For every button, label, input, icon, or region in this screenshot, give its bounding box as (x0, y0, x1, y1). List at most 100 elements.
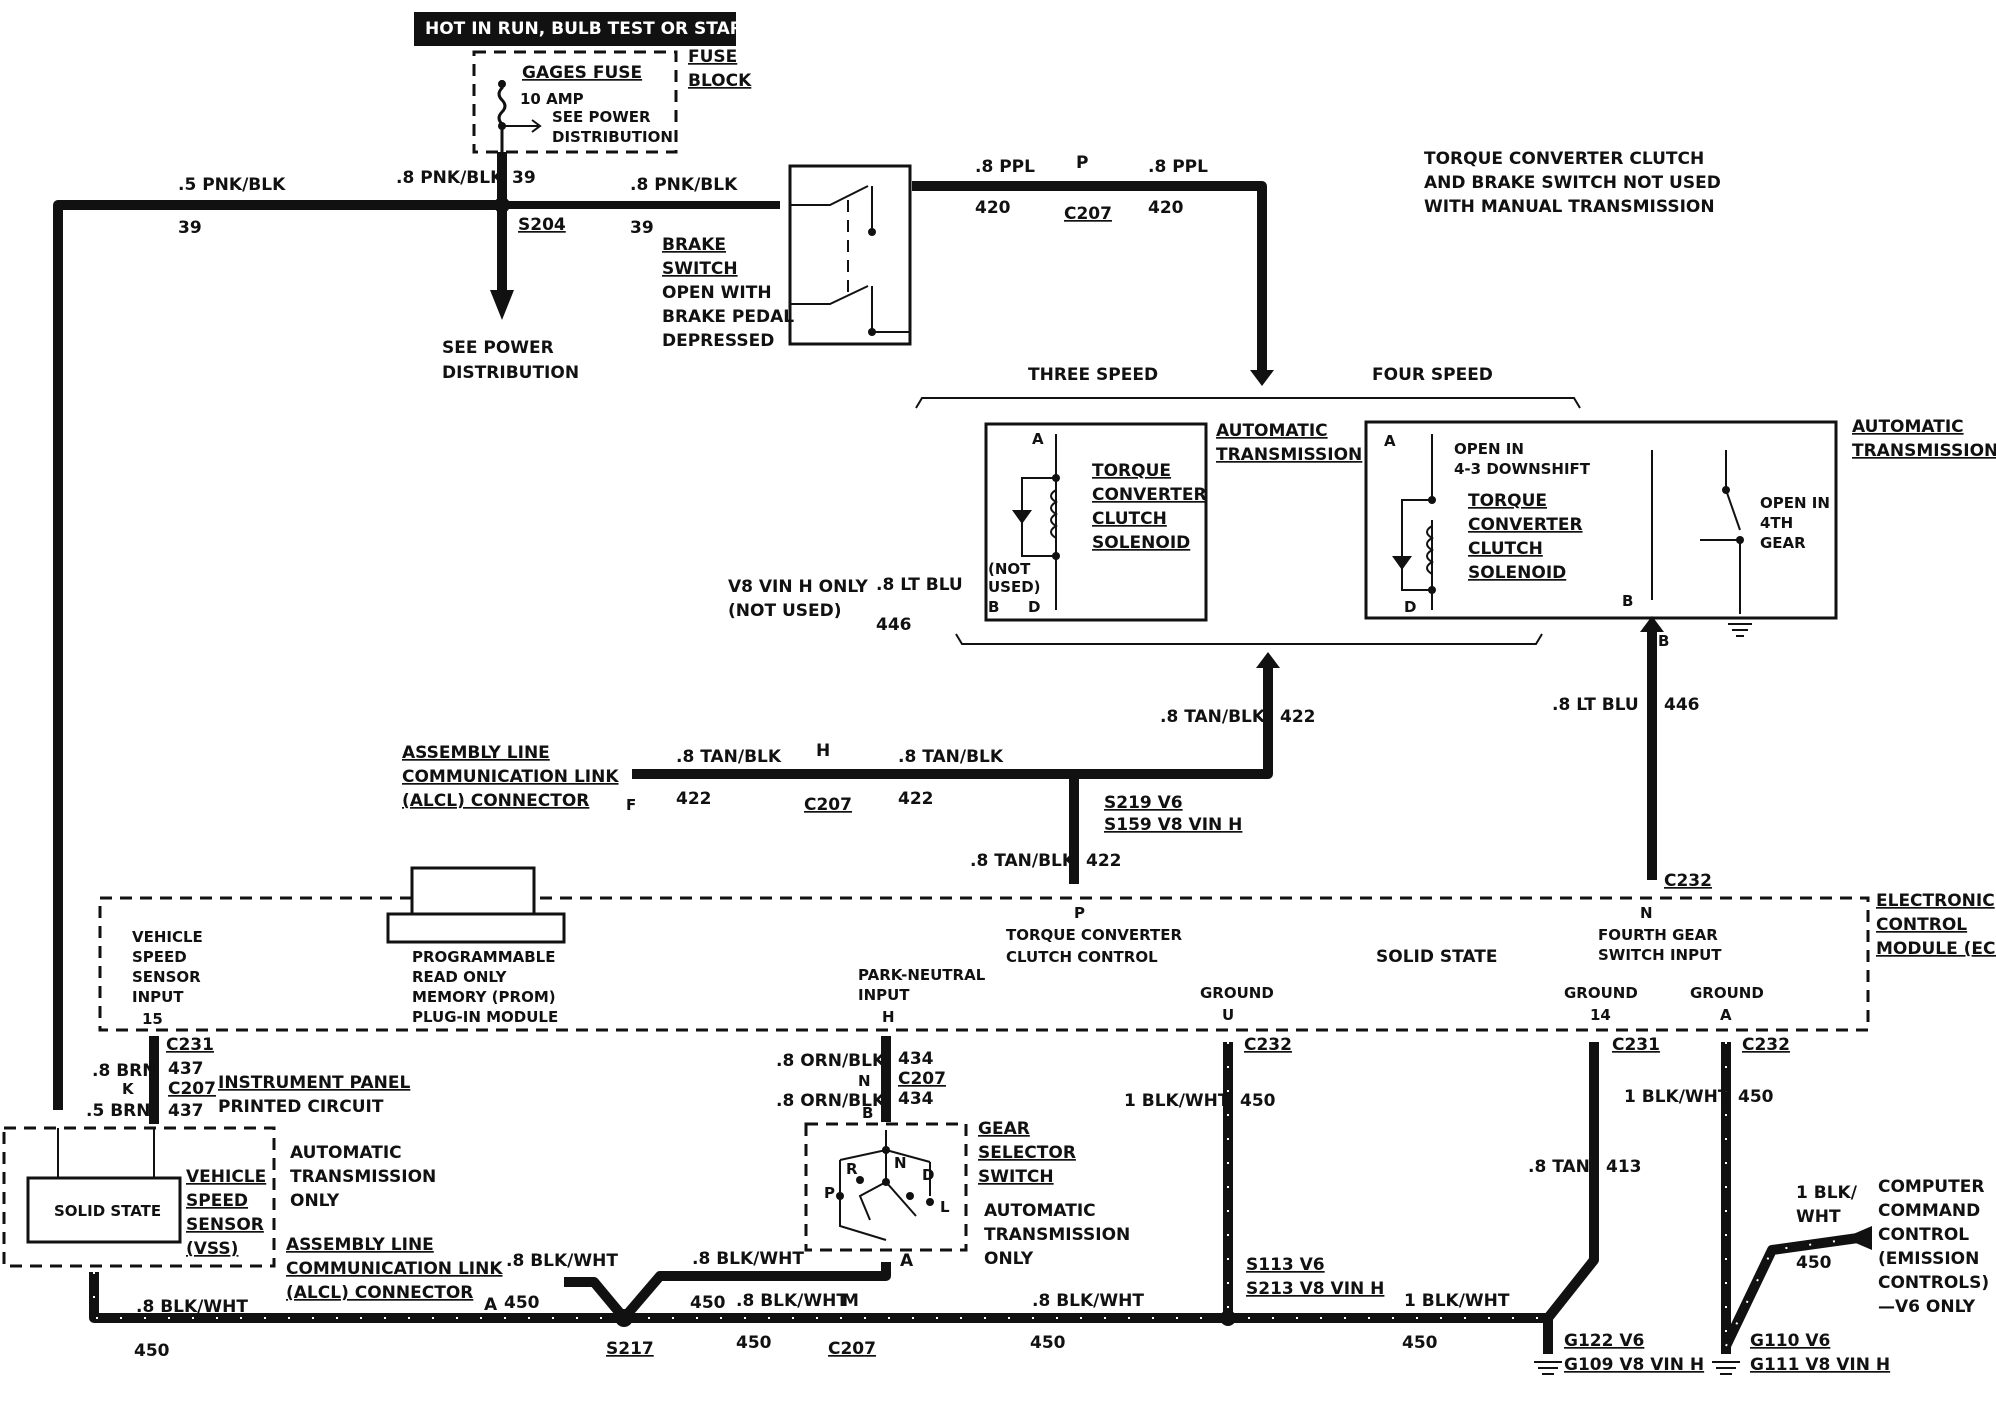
ppl-b: .8 PPL (1148, 157, 1208, 177)
trans4-open43-2: 4-3 DOWNSHIFT (1454, 460, 1591, 478)
trans4-d: D (1404, 598, 1416, 616)
fuse-dot (498, 80, 506, 88)
ecm-prom4: PLUG-IN MODULE (412, 1008, 558, 1026)
brake-contacts (790, 185, 910, 333)
vss-l2: SPEED (186, 1191, 248, 1211)
trans3-tcc2: CONVERTER (1092, 485, 1207, 505)
trans4-tcc1: TORQUE (1468, 491, 1547, 511)
c207-gear: C207 (898, 1069, 946, 1089)
gear-dot-p (836, 1192, 844, 1200)
ccc-l4: (EMISSION (1878, 1249, 1979, 1269)
blkwht-mid: .8 BLK/WHT (1032, 1291, 1144, 1311)
trans3-tcc4: SOLENOID (1092, 533, 1190, 553)
bottom-brace (955, 633, 1543, 645)
trans3-b: B (988, 598, 999, 616)
v8-vin2: (NOT USED) (728, 601, 842, 621)
ecm-vss3: SENSOR (132, 968, 201, 986)
s213-label: S213 V8 VIN H (1246, 1279, 1384, 1299)
brake-title2: SWITCH (662, 259, 738, 279)
gear-auto3: ONLY (984, 1249, 1034, 1269)
wire-gear-blk (620, 1262, 891, 1322)
trans4-tcc4: SOLENOID (1468, 563, 1566, 583)
trans3-not2: USED) (988, 578, 1041, 596)
g122-label: G122 V6 (1564, 1331, 1644, 1351)
c450-a-vert: 450 (1738, 1087, 1774, 1107)
trans3-a: A (1032, 430, 1044, 448)
gear-l1: GEAR (978, 1119, 1030, 1139)
trans3-box (984, 422, 1208, 622)
vss-auto1: AUTOMATIC (290, 1143, 402, 1163)
pnk-blk-08-a: .8 PNK/BLK (396, 168, 504, 188)
alcl-top-l1: ASSEMBLY LINE (402, 743, 550, 763)
trans4-open4th3: GEAR (1760, 534, 1806, 552)
ecm-gnd-14: 14 (1590, 1006, 1611, 1024)
gear-p: P (824, 1184, 835, 1202)
vss-auto3: ONLY (290, 1191, 340, 1211)
trans4-tcc3: CLUTCH (1468, 539, 1543, 559)
v8-446: 446 (876, 615, 912, 635)
wire-ccc-stripe (1725, 1237, 1859, 1347)
tan-blk-b: .8 TAN/BLK (898, 747, 1004, 767)
see-power1: SEE POWER (442, 338, 554, 358)
c422-up: 422 (1280, 707, 1316, 727)
s159-label: S159 V8 VIN H (1104, 815, 1242, 835)
trans3-tcc3: CLUTCH (1092, 509, 1167, 529)
ip1: INSTRUMENT PANEL (218, 1073, 410, 1093)
wire-ppl (912, 181, 1267, 372)
vss-outer (2, 1126, 276, 1268)
blkwht-gear: .8 BLK/WHT (692, 1249, 804, 1269)
note-l3: WITH MANUAL TRANSMISSION (1424, 197, 1715, 217)
alcl-bot-l3: (ALCL) CONNECTOR (286, 1283, 473, 1303)
trans4-circuit (1401, 434, 1433, 610)
ecm-pn-pin: H (882, 1008, 895, 1026)
c413-label: 413 (1606, 1157, 1642, 1177)
ccc-l3: CONTROL (1878, 1225, 1969, 1245)
trans4-open4th2: 4TH (1760, 514, 1793, 532)
ccc-l1: COMPUTER (1878, 1177, 1984, 1197)
trans4-a: A (1384, 432, 1396, 450)
brake-title1: BRAKE (662, 235, 726, 255)
trans4-title2: TRANSMISSION (1852, 441, 1996, 461)
trans4-dot2 (1428, 586, 1436, 594)
ground-g122 (1534, 1361, 1562, 1375)
blk-slash: 1 BLK/ (1796, 1183, 1858, 1203)
gear-l2: SELECTOR (978, 1143, 1076, 1163)
vss-solid: SOLID STATE (54, 1202, 161, 1220)
lt-blu-label: .8 LT BLU (1552, 695, 1639, 715)
c232-top: C232 (1664, 871, 1712, 891)
ecm-pn2: INPUT (858, 986, 910, 1004)
tan-label: .8 TAN (1528, 1157, 1590, 1177)
alcl-top-f: F (626, 796, 636, 814)
p-pin: P (1076, 153, 1088, 173)
ecm-gnd-14-lbl: GROUND (1564, 984, 1638, 1002)
fuse-block-label2: BLOCK (688, 71, 752, 91)
trans4-b: B (1622, 592, 1633, 610)
trans4-tcc2: CONVERTER (1468, 515, 1583, 535)
trans3-not1: (NOT (988, 560, 1031, 578)
arrow-down-power (490, 290, 514, 320)
g109-label: G109 V8 VIN H (1564, 1355, 1704, 1375)
brake-l1: OPEN WITH (662, 283, 772, 303)
c207-bot: C207 (828, 1339, 876, 1359)
c450-ccc: 450 (1796, 1253, 1832, 1273)
trans3-dot1 (1052, 474, 1060, 482)
ecm-prom1: PROGRAMMABLE (412, 948, 555, 966)
s217-label: S217 (606, 1339, 654, 1359)
brake-switch (788, 164, 912, 346)
alcl-bot-l2: COMMUNICATION LINK (286, 1259, 503, 1279)
c450-gear: 450 (690, 1293, 726, 1313)
ecm-gnd-a: A (1720, 1006, 1732, 1024)
ecm-prom2: READ ONLY (412, 968, 508, 986)
gear-n: N (894, 1154, 907, 1172)
blkwht-alcl: .8 BLK/WHT (506, 1251, 618, 1271)
ecm-vss-pin: 15 (142, 1010, 163, 1028)
c450-a: 450 (134, 1341, 170, 1361)
tan-blk-down: .8 TAN/BLK (970, 851, 1076, 871)
gear-a: A (900, 1251, 914, 1271)
ecm-tcc1: TORQUE CONVERTER (1006, 926, 1182, 944)
c422-down: 422 (1086, 851, 1122, 871)
ecm-box (98, 896, 1870, 1032)
fuse-arrow (502, 119, 542, 133)
four-speed: FOUR SPEED (1372, 365, 1493, 385)
